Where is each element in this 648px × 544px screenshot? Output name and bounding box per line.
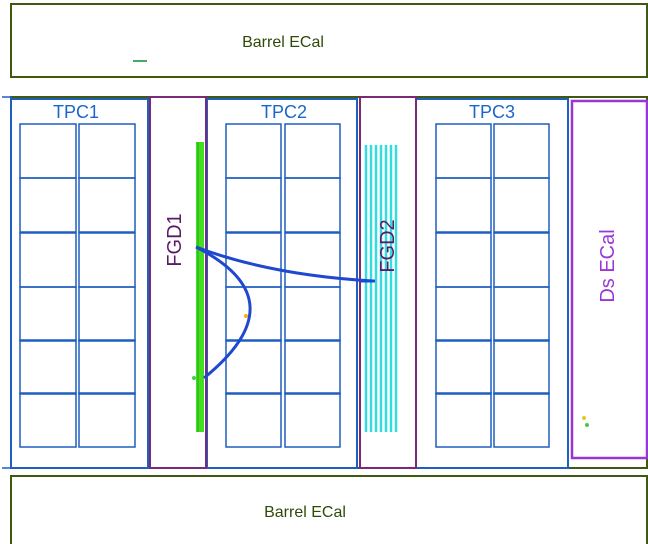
tpc-cell — [493, 286, 550, 342]
fgd1-label: FGD1 — [164, 213, 186, 266]
tpc-cell — [78, 286, 136, 342]
tpc1-label: TPC1 — [53, 102, 99, 122]
tpc-cell — [225, 339, 282, 395]
tpc-cell — [78, 232, 136, 288]
tpc-cell — [225, 286, 282, 342]
fgd2-scintillator-bars — [364, 145, 398, 432]
tpc-cell — [19, 232, 77, 288]
barrel-ecal-top — [10, 3, 648, 78]
barrel-ecal-bottom-label: Barrel ECal — [264, 504, 346, 521]
tpc3-cells — [435, 123, 550, 448]
tpc-cell — [78, 392, 136, 448]
tpc-cell — [284, 286, 341, 342]
tpc-cell — [225, 177, 282, 233]
tpc-cell — [78, 123, 136, 179]
tpc3-box — [415, 98, 569, 469]
tpc3-label: TPC3 — [469, 102, 515, 122]
barrel-ecal-top-label: Barrel ECal — [242, 34, 324, 51]
tpc-cell — [284, 123, 341, 179]
fgd1-box — [149, 96, 207, 469]
tpc-cell — [493, 232, 550, 288]
tpc-cell — [435, 392, 492, 448]
ds-ecal-box — [570, 99, 648, 460]
tpc2-box — [206, 98, 358, 469]
tpc-cell — [225, 123, 282, 179]
tpc-cell — [284, 177, 341, 233]
tpc-cell — [19, 123, 77, 179]
track-curl — [195, 245, 252, 380]
tpc-cell — [78, 177, 136, 233]
tpc-cell — [435, 232, 492, 288]
hit-dot — [192, 376, 196, 380]
tpc-cell — [493, 177, 550, 233]
tpc-cell — [493, 392, 550, 448]
tpc-cell — [225, 392, 282, 448]
tpc-cell — [19, 286, 77, 342]
tpc-cell — [435, 286, 492, 342]
fgd2-label: FGD2 — [377, 219, 399, 272]
track-long — [195, 245, 374, 283]
hit-dot — [582, 416, 586, 420]
hit-dot — [244, 314, 248, 318]
tpc1-box — [10, 98, 149, 469]
tpc-cell — [493, 339, 550, 395]
tpc-cell — [435, 123, 492, 179]
tpc-cell — [19, 392, 77, 448]
tpc-cell — [493, 123, 550, 179]
fgd1-scintillator-bar — [196, 142, 204, 432]
tpc-cell — [435, 177, 492, 233]
tpc-cell — [78, 339, 136, 395]
tpc1-cells — [19, 123, 136, 448]
tpc-cell — [435, 339, 492, 395]
hit-dot — [585, 423, 589, 427]
barrel-ecal-bottom — [10, 475, 648, 544]
inner-detector-frame — [10, 96, 648, 469]
tpc-cell — [19, 339, 77, 395]
tpc2-label: TPC2 — [261, 102, 307, 122]
tpc2-cells — [225, 123, 341, 448]
tpc-cell — [19, 177, 77, 233]
tpc-cell — [284, 339, 341, 395]
tpc-cell — [284, 392, 341, 448]
ds-ecal-label: Ds ECal — [597, 229, 619, 302]
